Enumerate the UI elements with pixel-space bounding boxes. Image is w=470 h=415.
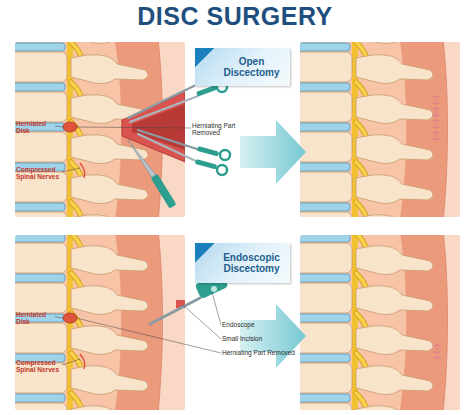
process-arrow [240, 120, 306, 184]
part-label: Herniated Disk [16, 311, 56, 326]
spine-panel [15, 235, 185, 410]
banner-title: Open Discectomy [217, 56, 286, 79]
part-label: Compressed Spinal Nerves [16, 166, 62, 181]
part-label: Herniating Part Removed [222, 349, 306, 356]
spine-panel [15, 42, 185, 217]
part-label: Herniated Disk [16, 120, 56, 135]
spine-panel [300, 235, 460, 410]
part-label: Endoscope [222, 321, 292, 328]
banner-box: Endoscopic Discectomy [195, 243, 290, 283]
spine-panel [300, 42, 460, 217]
scalpel [128, 140, 176, 209]
part-label: Small Incision [222, 335, 292, 342]
banner-box: Open Discectomy [195, 48, 290, 86]
surgical-scissors [138, 130, 230, 175]
part-label: Herniating Part Removed [192, 122, 240, 137]
banner-title: Endoscopic Discectomy [217, 252, 286, 275]
part-label: Compressed Spinal Nerves [16, 359, 62, 374]
diagram-title: DISC SURGERY [0, 2, 470, 31]
